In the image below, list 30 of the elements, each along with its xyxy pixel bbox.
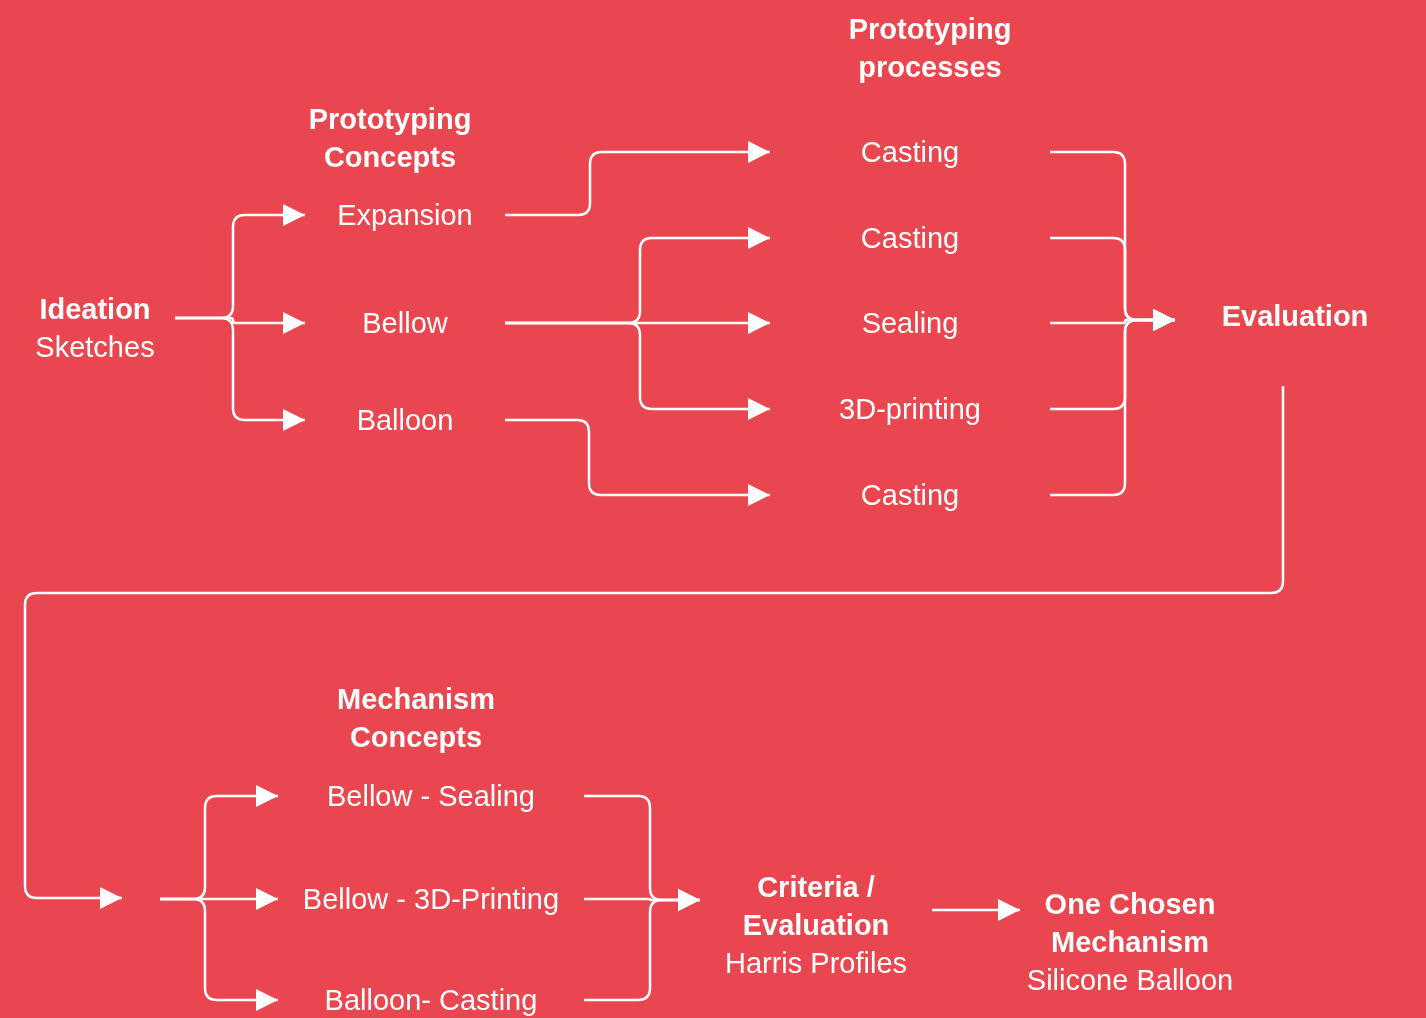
- step-text: Sketches: [35, 330, 155, 365]
- step-heading: Ideation: [39, 292, 151, 327]
- step-text: Expansion: [337, 198, 473, 233]
- step-text: 3D-printing: [839, 392, 981, 427]
- arrow: [23, 386, 1285, 909]
- step-text: Balloon: [356, 403, 454, 438]
- arrow: [505, 321, 770, 420]
- arrow: [505, 141, 770, 217]
- step-text: Bellow - Sealing: [327, 779, 535, 814]
- arrow: [932, 899, 1020, 921]
- column-heading: Prototyping Concepts: [307, 102, 473, 175]
- arrow: [505, 418, 770, 506]
- arrow: [175, 316, 305, 431]
- step-text: Silicone Balloon: [1026, 962, 1234, 998]
- step-heading: Criteria / Evaluation: [741, 870, 891, 943]
- column-heading: Mechanism Concepts: [336, 682, 496, 755]
- step-text: Balloon- Casting: [324, 983, 538, 1018]
- arrow: [160, 897, 278, 1011]
- step-text: Sealing: [861, 306, 959, 341]
- step-text: Harris Profiles: [724, 946, 908, 981]
- column-heading: Prototyping processes: [847, 12, 1013, 85]
- step-text: Evaluation: [1221, 299, 1369, 334]
- step-text: Casting: [860, 135, 960, 170]
- step-text: Casting: [860, 221, 960, 256]
- step-text: Bellow: [362, 306, 448, 341]
- arrow: [1050, 309, 1175, 497]
- step-heading: One Chosen Mechanism: [1043, 886, 1217, 960]
- arrow: [584, 889, 700, 1002]
- step-text: Bellow - 3D-Printing: [302, 882, 560, 917]
- step-text: Casting: [860, 478, 960, 513]
